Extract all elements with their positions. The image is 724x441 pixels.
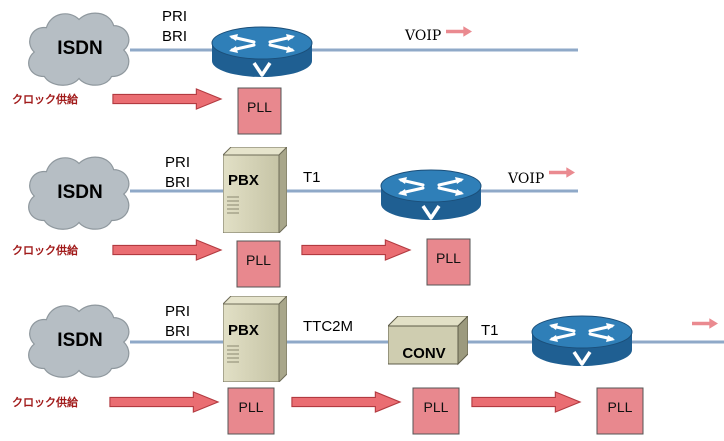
interface-bri: BRI	[162, 28, 187, 45]
voip-label: VOIP	[404, 28, 441, 44]
pbx-label: PBX	[228, 172, 259, 189]
pbx-unit: PBX	[223, 147, 287, 233]
pll-label: PLL	[247, 99, 272, 115]
clock-supply-label: クロック供給	[12, 243, 79, 257]
conv-label: CONV	[402, 345, 445, 362]
arrow-icon	[109, 391, 219, 413]
interface-pri: PRI	[165, 303, 190, 320]
arrow-icon	[301, 239, 411, 261]
pll-box: PLL	[236, 240, 281, 288]
cloud-label: ISDN	[57, 182, 102, 203]
pll-label: PLL	[246, 252, 271, 268]
arrow-icon	[446, 26, 472, 37]
voip-label: VOIP	[507, 171, 544, 187]
pbx-icon	[223, 296, 287, 382]
interface-bri: BRI	[165, 323, 190, 340]
link-label-ttc2m: TTC2M	[303, 318, 353, 335]
interface-pri: PRI	[162, 8, 187, 25]
arrow-icon	[692, 318, 718, 329]
row-1: ISDN PRI BRI VOIP クロック供給 PLL	[12, 8, 578, 135]
pll-box: PLL	[237, 87, 282, 135]
clock-supply-label: クロック供給	[12, 92, 79, 106]
isdn-cloud: ISDN	[28, 304, 130, 378]
router-icon	[530, 314, 634, 368]
cloud-label: ISDN	[57, 330, 102, 351]
pll-label: PLL	[436, 250, 461, 266]
pbx-icon	[223, 147, 287, 233]
pbx-label: PBX	[228, 322, 259, 339]
router-icon	[210, 25, 314, 79]
link-label-t1: T1	[481, 322, 499, 339]
pll-box: PLL	[426, 238, 471, 286]
arrow-icon	[291, 391, 401, 413]
link-label-t1: T1	[303, 169, 321, 186]
converter-unit: CONV	[388, 316, 468, 365]
isdn-cloud: ISDN	[28, 12, 130, 86]
clock-supply-label: クロック供給	[12, 395, 79, 409]
router-icon	[379, 168, 483, 222]
pll-box: PLL	[596, 387, 644, 435]
pll-label: PLL	[239, 399, 264, 415]
pbx-unit: PBX	[223, 296, 287, 382]
pll-box: PLL	[412, 387, 460, 435]
interface-bri: BRI	[165, 174, 190, 191]
arrow-icon	[471, 391, 581, 413]
arrow-icon	[549, 167, 575, 178]
pll-label: PLL	[424, 399, 449, 415]
pll-box: PLL	[227, 387, 275, 435]
arrow-icon	[112, 239, 222, 261]
isdn-cloud: ISDN	[28, 156, 130, 230]
pll-label: PLL	[608, 399, 633, 415]
row-3: ISDN PRI BRI PBX TTC2M CONV T1 クロック供給 PL…	[12, 296, 724, 435]
interface-pri: PRI	[165, 154, 190, 171]
arrow-icon	[112, 88, 222, 110]
row-2: ISDN PRI BRI PBX T1 VOIP クロック供給 PLL PLL	[12, 147, 578, 288]
cloud-label: ISDN	[57, 38, 102, 59]
